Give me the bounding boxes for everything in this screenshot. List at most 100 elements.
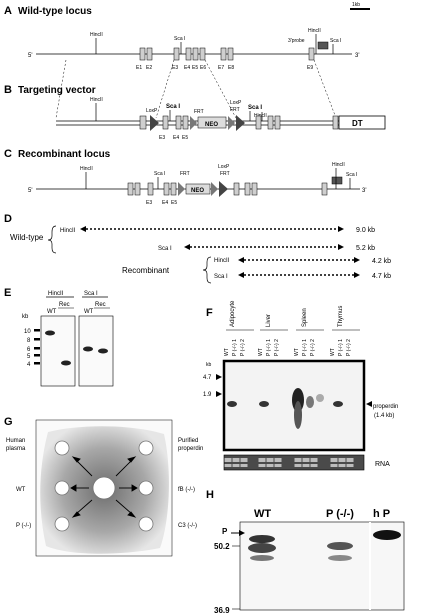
rec-loxp-label: LoxP [218,164,230,170]
band-wt-hincii [45,330,55,336]
rna-band [346,458,354,462]
vector-exon [267,115,274,130]
scai-label: Sca I [174,36,185,42]
northern-bands [227,388,343,429]
rec-exon [127,182,134,196]
rna-band [232,464,240,467]
rna-label: RNA [375,461,390,468]
rec-exon-e3 [147,182,154,196]
rec-frt-triangle-2 [211,182,218,196]
rec-neo-label: NEO [191,188,204,194]
panel-b: B Targeting vector DT HincII LoxP Sca I … [4,84,386,141]
tissue-label: Thymus [338,306,344,327]
rec-exon-e5 [170,182,177,196]
marker-1-9: 1.9 [203,392,212,398]
vector-exon [332,115,339,130]
marker-4-7: 4.7 [203,375,212,381]
rna-loading-gel [223,454,365,471]
rec-frt-triangle [178,182,185,196]
wells [54,440,154,532]
vector-exon [255,115,262,130]
well-purified-properdin [138,440,154,456]
h-wt-label: WT [254,508,271,520]
tissue-labels: Adipocyte Liver Spleen Thymus [230,300,344,327]
loxp-label-2: LoxP [230,100,242,106]
neo-box [197,116,227,129]
wt-lane-label-2: WT [84,309,94,315]
marker: 8 [27,338,31,344]
marker-tick [34,338,40,341]
rec-frt-label-2: FRT [220,171,230,177]
properdin-band-size: (1.4 kb) [374,413,394,419]
rec-exon [233,182,240,196]
rec-hincii-label: HincII [80,166,93,172]
scai-label-2: Sca I [330,38,341,44]
exon-label: E8 [228,65,234,71]
vector-exon [139,115,147,130]
rna-band [310,458,318,462]
panel-c-title: Recombinant locus [18,149,111,160]
rec-hincii-label-2: HincII [332,162,345,168]
arrow-head [238,272,244,278]
marker-ticks [34,329,40,365]
p-arrow-head [239,530,245,536]
rec-exon-e4 [163,182,170,196]
rna-band [266,464,274,467]
rna-band [232,458,240,462]
rna-band [274,464,282,467]
rec-probe-box [331,176,343,185]
lane-label: WT [258,348,264,356]
tissue-label: Adipocyte [230,300,236,327]
rna-band [330,458,338,462]
wt-scai-size: 5.2 kb [356,245,375,252]
wt-brace [47,225,57,254]
band-wt-scai [83,346,93,352]
marker: 5 [27,354,31,360]
recombinant-label: Recombinant [122,266,170,275]
exon-label: E1 [136,65,142,71]
rna-band [346,464,354,467]
rna-band [240,464,248,467]
wt-hincii-size: 9.0 kb [356,227,375,234]
rec-exon [134,182,141,196]
arrow-head [354,257,360,263]
marker-arrow [216,391,222,397]
panel-a-letter: A [4,5,12,17]
homology-arms [55,59,337,119]
lane-label: P (-/-) 1 [232,339,238,356]
well-c3 [138,516,154,532]
marker: 6 [27,347,31,353]
rna-band [224,464,232,467]
tissue-label: Spleen [302,308,308,327]
rna-band [266,458,274,462]
exon-label: E7 [218,65,224,71]
vector-exon-e3 [162,115,169,130]
g-fb-label: fB (-/-) [178,487,195,493]
panel-h-letter: H [206,489,214,501]
panel-e-letter: E [4,287,11,299]
frt-label-2: FRT [230,107,240,113]
h-hp-label: h P [373,508,390,520]
exon-e1 [139,47,146,61]
band-rec-hincii [61,360,71,366]
lane-label: WT [294,348,300,356]
marker: 10 [24,329,31,335]
marker-tick [34,347,40,350]
rec-exon [251,182,258,196]
marker-tick [34,329,40,332]
loxp-label: LoxP [146,108,158,114]
rna-band [330,464,338,467]
vector-exon [274,115,281,130]
marker-arrow [216,374,222,380]
rna-band [294,464,302,467]
well-fb [138,480,154,496]
g-p-label: P (-/-) [16,523,31,529]
center-well [92,476,116,500]
lane-label: P (-/-) 2 [274,339,280,356]
lane-label: P (-/-) 2 [240,339,246,356]
frt-label: FRT [194,109,204,115]
vector-e4-label: E4 [173,135,179,141]
hincii-label: HincII [90,32,103,38]
rec-hincii-size: 4.2 kb [372,258,391,265]
